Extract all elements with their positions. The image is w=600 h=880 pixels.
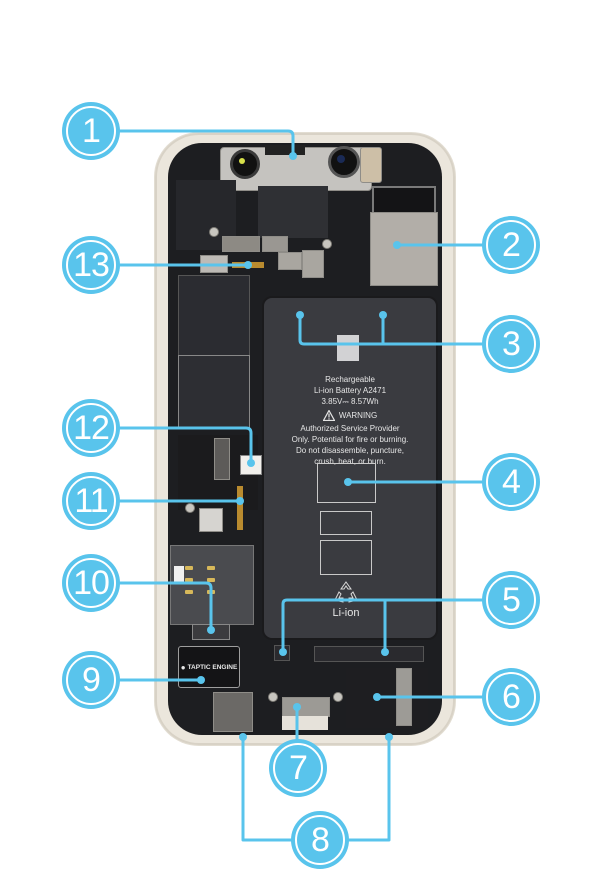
- leader-dot-13: [244, 261, 252, 269]
- leader-dot-1: [289, 152, 297, 160]
- logic-board-lower-shield: [178, 355, 250, 429]
- battery-label-line: Only. Potential for fire or burning.: [291, 435, 409, 444]
- callout-8: 8: [293, 813, 347, 867]
- taptic-engine-label: TAPTIC ENGINE: [187, 663, 238, 671]
- battery-adhesive-strip: [314, 646, 424, 662]
- callout-12: 12: [64, 401, 118, 455]
- chip-shield: [222, 236, 260, 252]
- callout-number: 6: [486, 672, 536, 722]
- callout-10: 10: [64, 556, 118, 610]
- callout-number: 3: [486, 319, 536, 369]
- leader-dot-12: [247, 459, 255, 467]
- screw: [209, 227, 219, 237]
- leader-dot-6: [373, 693, 381, 701]
- screw: [268, 692, 278, 702]
- flex-cable-cover: [258, 186, 328, 238]
- callout-number: 13: [66, 240, 116, 290]
- leader-line-8: [241, 737, 391, 842]
- leader-line-1: [118, 129, 295, 156]
- callout-6: 6: [484, 670, 538, 724]
- lightning-port: [282, 716, 328, 730]
- battery-label-line: Do not disassemble, puncture,: [295, 446, 405, 455]
- flood-illuminator: [230, 149, 260, 179]
- chip-shield: [302, 250, 324, 278]
- battery-warning-heading: WARNING: [338, 411, 378, 420]
- leader-line-12: [118, 426, 253, 463]
- leader-line-3: [298, 315, 483, 346]
- microphone-bracket: [213, 692, 253, 732]
- callout-11: 11: [64, 474, 118, 528]
- chip: [214, 438, 230, 480]
- callout-9: 9: [64, 653, 118, 707]
- leader-dot-2: [393, 241, 401, 249]
- front-camera: [328, 146, 360, 178]
- callout-number: 2: [486, 220, 536, 270]
- logic-board-shield: [370, 212, 438, 286]
- callout-number: 10: [66, 558, 116, 608]
- recycle-icon: [334, 581, 358, 603]
- battery-barcode-area: [337, 335, 359, 361]
- chip-shield: [262, 236, 288, 252]
- callout-number: 4: [486, 457, 536, 507]
- callout-2: 2: [484, 218, 538, 272]
- leader-dot-10: [207, 626, 215, 634]
- callout-1: 1: [64, 104, 118, 158]
- callout-number: 8: [295, 815, 345, 865]
- proximity-sensor: [360, 147, 382, 183]
- leader-line-5: [281, 598, 483, 652]
- warning-triangle-icon: [322, 410, 335, 421]
- callout-number: 1: [66, 106, 116, 156]
- screw: [333, 692, 343, 702]
- battery-label-line: Rechargeable: [325, 375, 375, 384]
- battery-label-line: Li-ion Battery A2471: [313, 386, 387, 395]
- callout-3: 3: [484, 317, 538, 371]
- sim-label: [174, 566, 184, 584]
- callout-number: 5: [486, 575, 536, 625]
- callout-5: 5: [484, 573, 538, 627]
- screw: [322, 239, 332, 249]
- battery-label: Rechargeable Li-ion Battery A2471 3.85V⎓…: [264, 374, 436, 467]
- callout-13: 13: [64, 238, 118, 292]
- callout-7: 7: [271, 741, 325, 795]
- leader-line-10: [118, 581, 213, 630]
- battery-chemistry: Li-ion: [332, 607, 360, 619]
- callout-number: 7: [273, 743, 323, 793]
- callout-4: 4: [484, 455, 538, 509]
- chip: [199, 508, 223, 532]
- leader-dot-7: [293, 703, 301, 711]
- battery-label-box: [320, 511, 372, 535]
- face-id-sensor: [265, 145, 305, 155]
- leader-dot-9: [197, 676, 205, 684]
- front-camera-lens: [337, 155, 345, 163]
- leader-dot-5: [279, 648, 287, 656]
- callout-number: 9: [66, 655, 116, 705]
- leader-dot-3: [296, 311, 304, 319]
- leader-dot-8: [239, 733, 247, 741]
- leader-dot-5: [381, 648, 389, 656]
- chip-shield: [278, 252, 302, 270]
- callout-number: 12: [66, 403, 116, 453]
- battery-label-line: Authorized Service Provider: [300, 424, 400, 433]
- screw: [185, 503, 195, 513]
- battery-label-line: 3.85V⎓ 8.57Wh: [321, 397, 379, 406]
- connector-11: [237, 486, 243, 530]
- callout-number: 11: [66, 476, 116, 526]
- leader-dot-3: [379, 311, 387, 319]
- leader-dot-8: [385, 733, 393, 741]
- leader-dot-4: [344, 478, 352, 486]
- battery-label-box: [320, 540, 372, 575]
- sensor-lens: [239, 158, 245, 164]
- apple-logo-icon: ●: [180, 662, 186, 672]
- leader-dot-11: [236, 497, 244, 505]
- battery-label-line: crush, heat, or burn.: [314, 457, 386, 466]
